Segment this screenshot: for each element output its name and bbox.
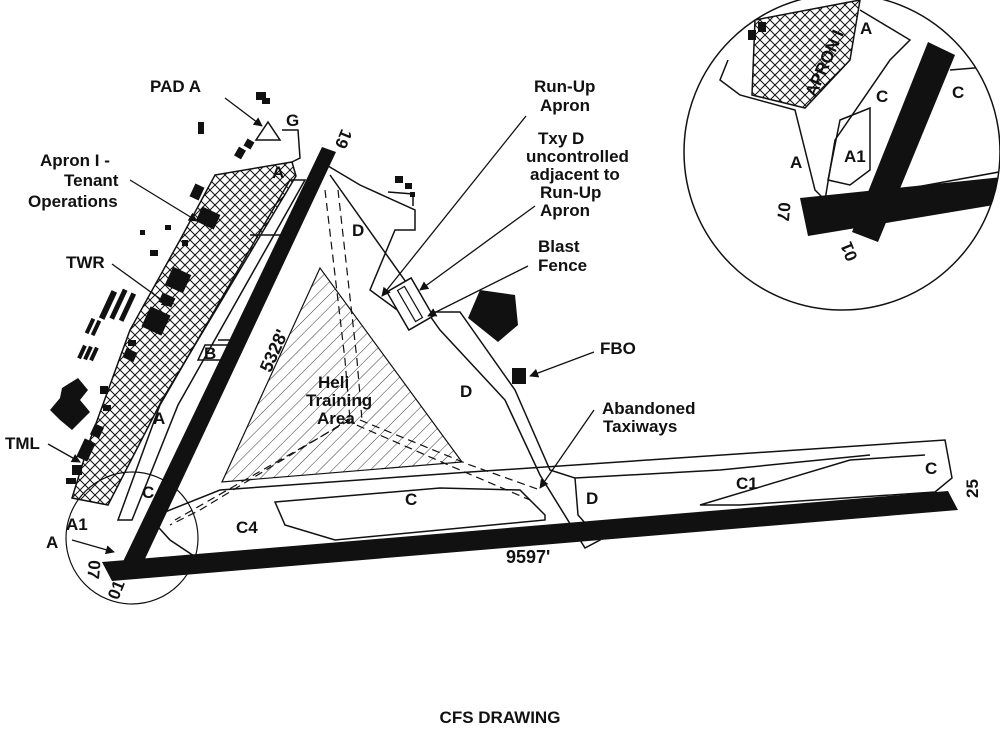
label-rwy-19: 19: [331, 127, 356, 152]
detail-inset: [683, 0, 1000, 311]
label-twy-c1: C1: [736, 474, 758, 493]
label-txyd-5: Apron: [540, 201, 590, 220]
label-txyd-1: Txy D: [538, 129, 584, 148]
inset-label-c-right: C: [952, 83, 964, 102]
label-tml: TML: [5, 434, 40, 453]
label-runup-2: Apron: [540, 96, 590, 115]
label-twy-a1: A1: [66, 515, 88, 534]
label-twy-b: B: [204, 344, 216, 363]
label-blast-2: Fence: [538, 256, 587, 275]
label-twy-c-west: C: [142, 483, 154, 502]
label-apron-2: Tenant: [64, 171, 119, 190]
label-txyd-2: uncontrolled: [526, 147, 629, 166]
east-buildings: [395, 176, 526, 384]
west-buildings: [50, 92, 270, 484]
label-apron-1: Apron I -: [40, 151, 110, 170]
label-twy-d-north: D: [352, 221, 364, 240]
label-twy-d-south: D: [586, 489, 598, 508]
inset-label-a1: A1: [844, 147, 866, 166]
label-twy-c-mid: C: [405, 490, 417, 509]
label-twr: TWR: [66, 253, 105, 272]
inset-label-c-left: C: [876, 87, 888, 106]
label-abandoned-2: Taxiways: [603, 417, 677, 436]
label-rwy-07: 07: [83, 559, 104, 580]
label-apron-3: Operations: [28, 192, 118, 211]
labels: PAD A G Apron I - Tenant Operations TWR …: [5, 19, 982, 602]
label-heli-3: Area: [317, 409, 355, 428]
leader-lines: [47, 97, 595, 555]
pad-a-triangle: [254, 120, 282, 141]
inset-label-07: 07: [773, 202, 794, 223]
runway-07-25: [102, 491, 958, 581]
label-abandoned-1: Abandoned: [602, 399, 696, 418]
label-blast-1: Blast: [538, 237, 580, 256]
label-twy-c4: C4: [236, 518, 258, 537]
drawing-title: CFS DRAWING: [439, 708, 561, 727]
label-twy-c-east: C: [925, 459, 937, 478]
runway-01-19: [118, 147, 336, 578]
inset-label-a-left: A: [790, 153, 802, 172]
label-twy-a-sw: A: [46, 533, 58, 552]
abandoned-taxiways: [169, 189, 541, 526]
label-g: G: [286, 111, 299, 130]
label-rwy-25: 25: [963, 479, 982, 498]
label-twy-a-west: A: [153, 409, 165, 428]
label-pad-a: PAD A: [150, 77, 201, 96]
label-twy-d-mid: D: [460, 382, 472, 401]
label-txyd-3: adjacent to: [530, 165, 620, 184]
apron-i: [71, 161, 297, 506]
inset-label-a-top: A: [860, 19, 872, 38]
label-runup-1: Run-Up: [534, 77, 595, 96]
label-heli-2: Training: [306, 391, 372, 410]
heli-training-area: [221, 266, 464, 483]
label-heli-1: Heli: [318, 373, 349, 392]
detail-circle-small: [65, 471, 199, 605]
run-up-apron: [385, 276, 435, 332]
label-rwy-01: 01: [104, 578, 129, 603]
label-twy-a-north: A: [272, 163, 284, 182]
label-txyd-4: Run-Up: [540, 183, 601, 202]
label-fbo: FBO: [600, 339, 636, 358]
label-rwy-07-25-length: 9597': [506, 547, 550, 567]
